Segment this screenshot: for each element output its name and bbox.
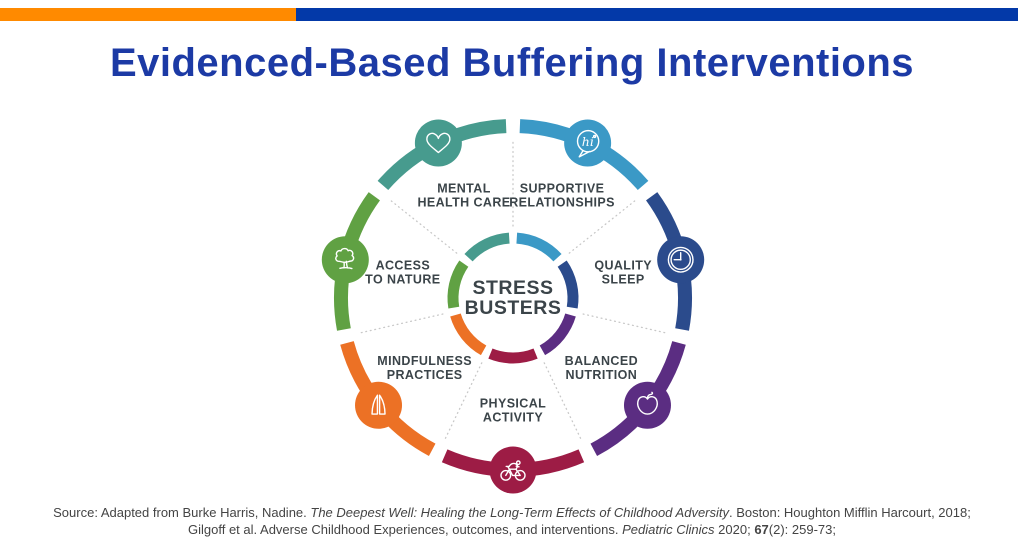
inner-arc-quality-sleep <box>557 260 579 309</box>
icon-badge-mental-health-care <box>414 119 462 167</box>
inner-arc-physical-activity <box>488 348 538 364</box>
source-text: Source: Adapted from Burke Harris, Nadin… <box>53 505 311 520</box>
segment-divider-line <box>582 313 667 334</box>
source-text: 2020; <box>714 521 755 537</box>
segment-label-mindfulness-practices: MINDFULNESS <box>377 354 472 368</box>
apple-icon <box>637 391 658 415</box>
source-text: Gilgoff et al. Adverse Childhood Experie… <box>188 521 623 537</box>
praying-hands-icon <box>371 394 386 415</box>
segment-divider-line <box>359 313 444 334</box>
inner-arc-mindfulness-practices <box>450 313 487 356</box>
inner-arc-balanced-nutrition <box>539 313 576 356</box>
segment-divider-line <box>568 199 637 254</box>
source-citation: Source: Adapted from Burke Harris, Nadin… <box>0 505 1024 538</box>
source-line-1: Source: Adapted from Burke Harris, Nadin… <box>0 505 1024 522</box>
icon-badge-balanced-nutrition <box>623 381 671 429</box>
accent-bar-orange <box>0 8 296 21</box>
segment-label-mental-health-care: MENTAL <box>437 182 491 196</box>
bicycle-icon <box>500 460 526 481</box>
segment-label-access-to-nature: ACCESS <box>376 258 431 272</box>
icon-badge-access-to-nature <box>321 236 369 284</box>
svg-text:hi: hi <box>582 134 594 149</box>
segment-label-supportive-relationships: RELATIONSHIPS <box>509 196 615 210</box>
source-line-2: Gilgoff et al. Adverse Childhood Experie… <box>0 522 1024 539</box>
segment-label-physical-activity: ACTIVITY <box>483 411 543 425</box>
segment-divider-line <box>543 362 582 441</box>
heart-icon <box>426 132 451 154</box>
segment-label-mindfulness-practices: PRACTICES <box>387 368 463 382</box>
hi-speech-bubble-icon: hi <box>576 129 600 158</box>
icon-badge-mindfulness-practices <box>355 381 403 429</box>
segment-label-physical-activity: PHYSICAL <box>480 397 546 411</box>
source-text: . Boston: Houghton Mifflin Harcourt, 201… <box>729 505 971 520</box>
segment-label-balanced-nutrition: NUTRITION <box>566 368 638 382</box>
segment-label-access-to-nature: TO NATURE <box>365 272 440 286</box>
segment-label-balanced-nutrition: BALANCED <box>565 354 638 368</box>
segment-label-quality-sleep: QUALITY <box>594 258 652 272</box>
clock-icon <box>667 246 694 273</box>
segment-label-quality-sleep: SLEEP <box>602 272 645 286</box>
icon-badge-supportive-relationships <box>564 119 612 167</box>
source-text-bold: 67 <box>754 521 769 537</box>
source-text: (2): 259-73; <box>768 521 836 537</box>
page-title: Evidenced-Based Buffering Interventions <box>109 41 915 85</box>
accent-bar-blue <box>296 8 1018 21</box>
source-text-italic: The Deepest Well: Healing the Long-Term … <box>310 505 729 520</box>
tree-icon <box>335 247 355 270</box>
icon-badge-physical-activity <box>489 446 537 494</box>
segment-divider-line <box>444 362 483 441</box>
segment-label-supportive-relationships: SUPPORTIVE <box>520 182 605 196</box>
inner-arc-supportive-relationships <box>516 232 562 262</box>
center-label-busters: BUSTERS <box>465 297 562 319</box>
inner-arc-mental-health-care <box>464 232 510 262</box>
segment-label-mental-health-care: HEALTH CARE <box>417 196 510 210</box>
top-accent-bar <box>0 8 1018 21</box>
center-label-stress: STRESS <box>472 277 553 299</box>
inner-arc-access-to-nature <box>447 260 469 309</box>
source-text-italic: Pediatric Clinics <box>622 521 715 537</box>
segment-divider-line <box>389 199 458 254</box>
